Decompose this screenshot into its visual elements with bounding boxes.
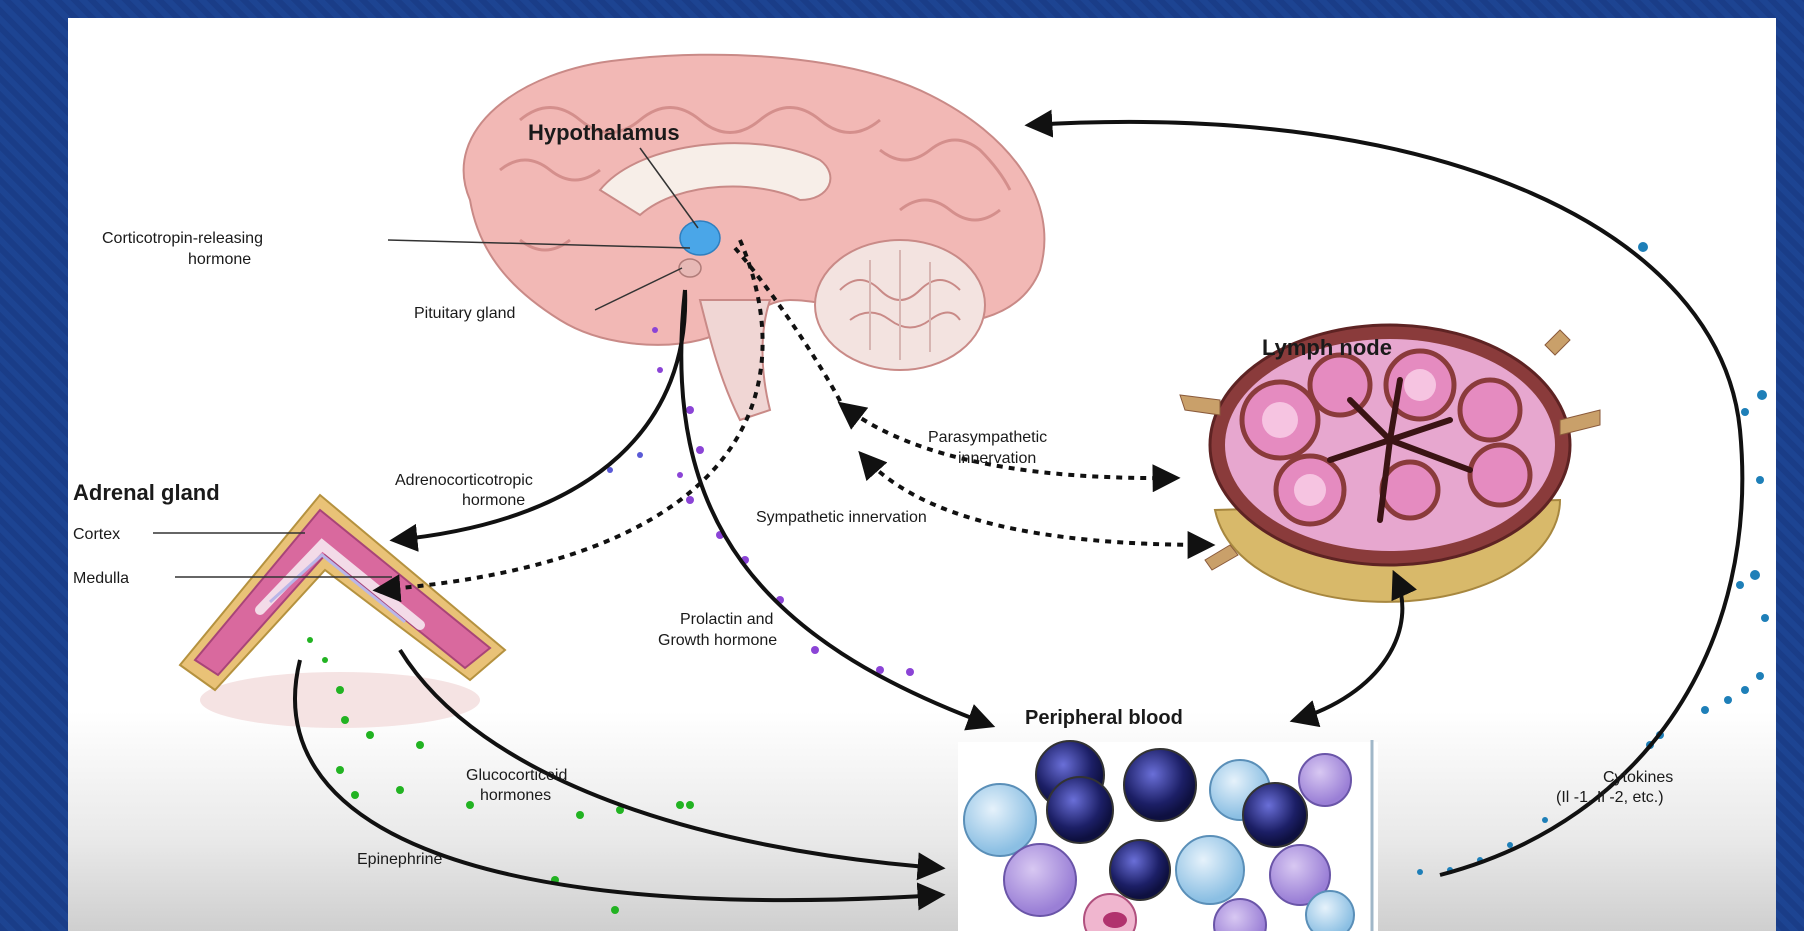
hypothalamus-label: Hypothalamus bbox=[528, 120, 680, 145]
hypothalamus-spot bbox=[680, 221, 720, 255]
cytokines-label-line1: Cytokines bbox=[1603, 769, 1673, 786]
lymph-node-illustration bbox=[1180, 325, 1600, 602]
crh-label-line2: hormone bbox=[188, 251, 251, 268]
pituitary-spot bbox=[679, 259, 701, 277]
acth-label-line2: hormone bbox=[462, 492, 525, 509]
sympathetic-lymph-arrow bbox=[862, 455, 1210, 545]
adrenal-gland-label: Adrenal gland bbox=[73, 480, 220, 505]
glucocorticoid-label-line1: Glucocorticoid bbox=[466, 767, 567, 784]
glucocorticoid-arrow bbox=[400, 650, 940, 868]
pituitary-label: Pituitary gland bbox=[414, 305, 515, 322]
peripheral-blood-illustration bbox=[958, 740, 1378, 931]
parasympathetic-label-line2: innervation bbox=[958, 450, 1036, 467]
parasympathetic-label-line1: Parasympathetic bbox=[928, 429, 1047, 446]
crh-label-line1: Corticotropin-releasing bbox=[102, 230, 263, 247]
cortex-label: Cortex bbox=[73, 526, 120, 543]
prolactin-label-line2: Growth hormone bbox=[658, 632, 777, 649]
acth-label-line1: Adrenocorticotropic bbox=[395, 472, 533, 489]
peripheral-blood-label: Peripheral blood bbox=[1025, 707, 1183, 729]
epinephrine-label: Epinephrine bbox=[357, 851, 443, 868]
cytokines-label-line2: (Il -1, Il -2, etc.) bbox=[1556, 789, 1664, 806]
glucocorticoid-label-line2: hormones bbox=[480, 787, 551, 804]
brain-illustration bbox=[464, 55, 1045, 420]
sympathetic-label: Sympathetic innervation bbox=[756, 509, 927, 526]
lymph-node-label: Lymph node bbox=[1262, 335, 1392, 360]
prolactin-label-line1: Prolactin and bbox=[680, 611, 773, 628]
medulla-label: Medulla bbox=[73, 570, 129, 587]
